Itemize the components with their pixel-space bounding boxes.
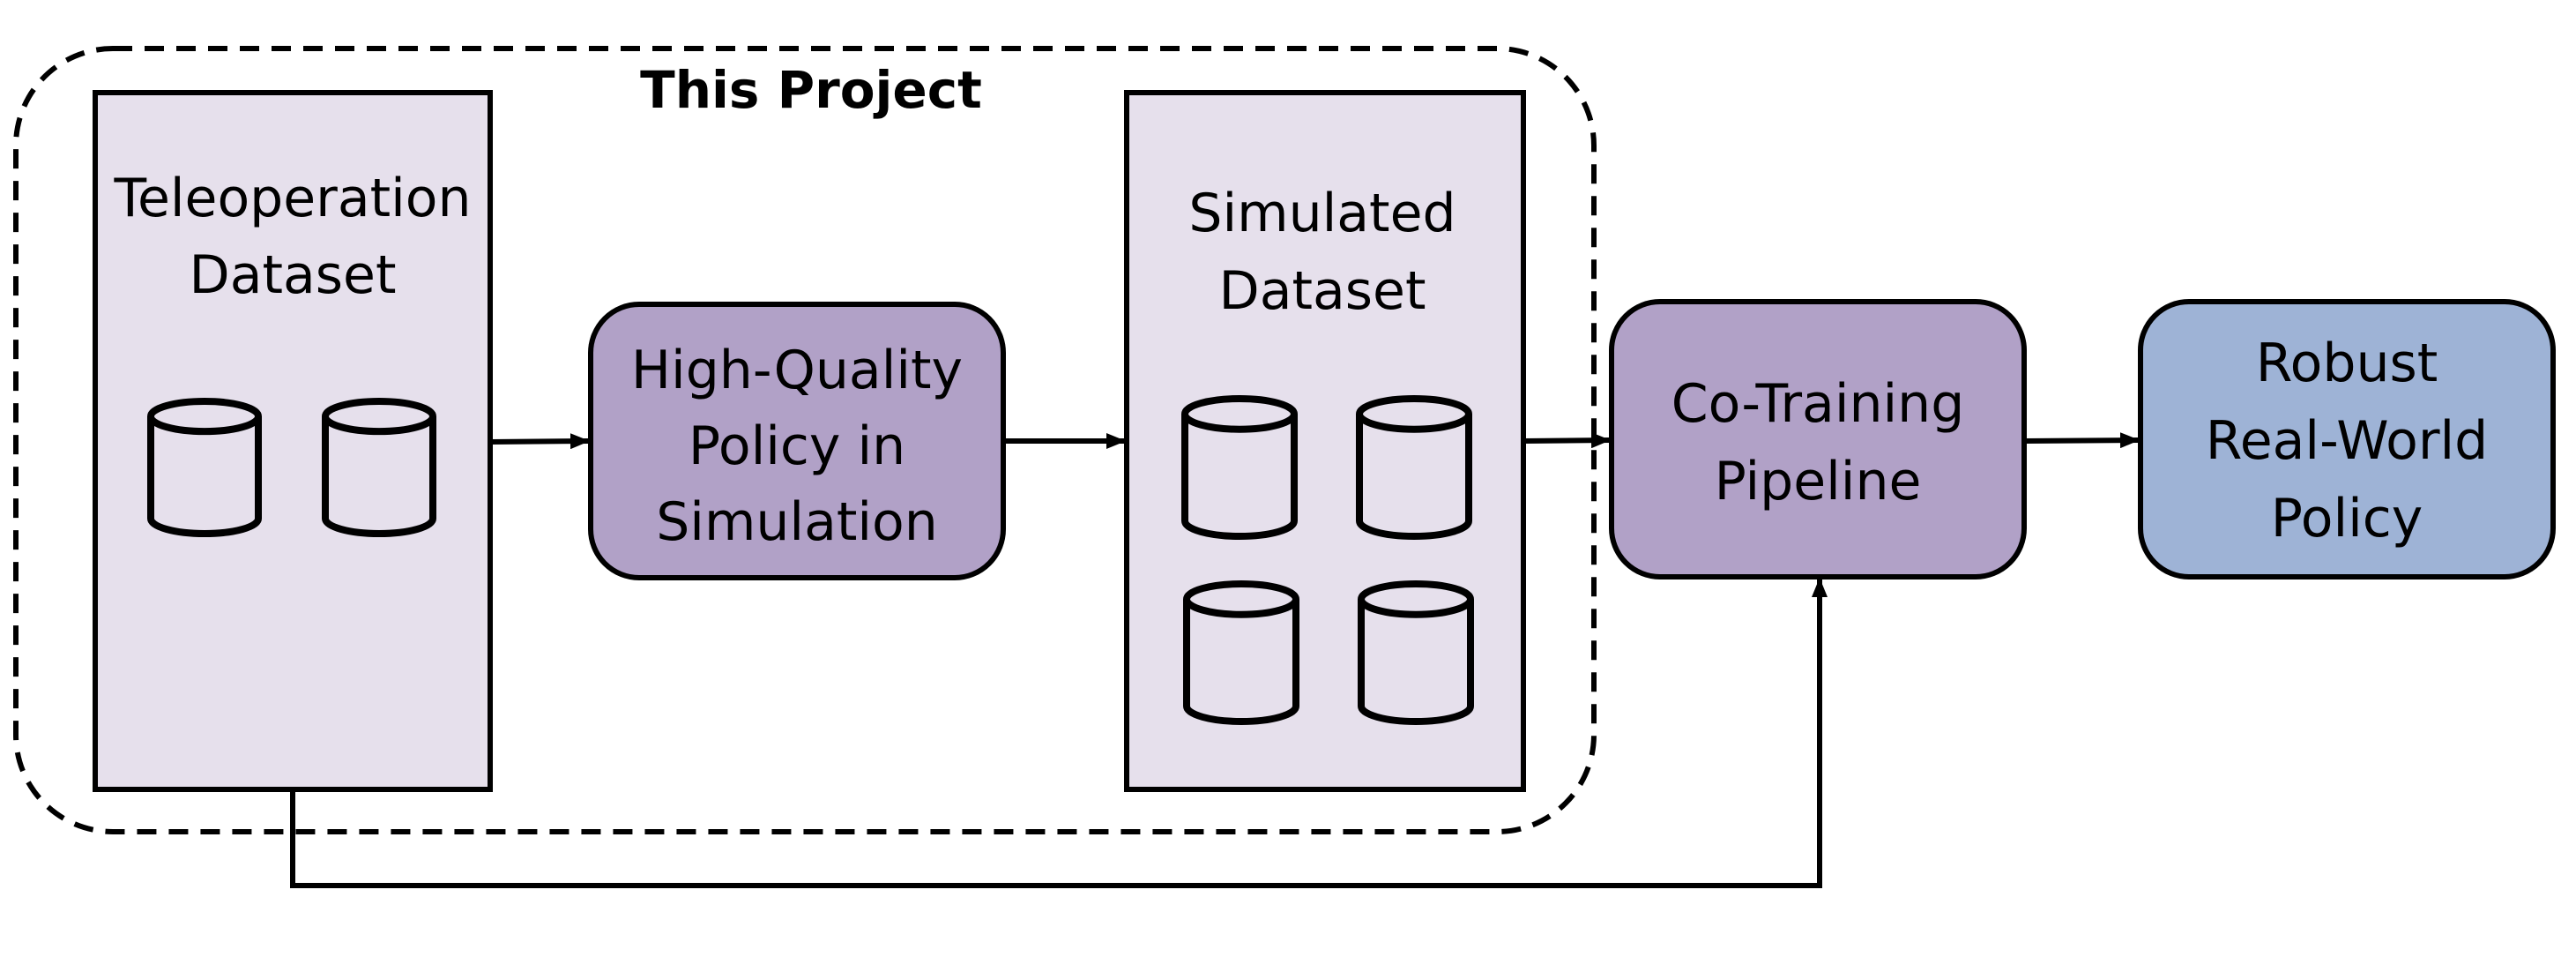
simulated-label-line-2: Dataset bbox=[1219, 260, 1426, 322]
cotraining-label-line-2: Pipeline bbox=[1715, 451, 1922, 512]
cotraining-pipeline-box bbox=[1609, 299, 2027, 579]
project-boundary bbox=[13, 46, 1597, 834]
database-icon bbox=[1181, 395, 1298, 540]
simulated-dataset-node: Simulated Dataset bbox=[1124, 90, 1526, 792]
database-icon bbox=[1358, 580, 1474, 725]
teleoperation-label-line-2: Dataset bbox=[190, 244, 397, 306]
database-icon bbox=[322, 398, 436, 537]
arrow-teleop-to-hq bbox=[489, 433, 590, 450]
database-icon bbox=[1356, 395, 1472, 540]
database-icon bbox=[147, 398, 262, 537]
robust-label-line-1: Robust bbox=[2256, 333, 2438, 394]
cotraining-label-line-1: Co-Training bbox=[1671, 373, 1965, 435]
robust-label-line-3: Policy bbox=[2271, 488, 2423, 550]
arrow-cotraining-to-robust bbox=[2023, 432, 2140, 449]
high-quality-label-line-3: Simulation bbox=[656, 491, 938, 553]
project-label: This Project bbox=[640, 60, 982, 120]
robust-policy-box bbox=[2138, 299, 2556, 579]
robust-label-line-2: Real-World bbox=[2206, 410, 2489, 472]
arrow-teleop-to-cotraining bbox=[290, 578, 1828, 888]
high-quality-policy-node: High-Quality Policy in Simulation bbox=[588, 302, 1006, 580]
teleoperation-dataset-node: Teleoperation Dataset bbox=[93, 90, 493, 792]
teleoperation-label-line-1: Teleoperation bbox=[113, 168, 471, 229]
robust-policy-node: Robust Real-World Policy bbox=[2138, 299, 2556, 579]
high-quality-label-line-1: High-Quality bbox=[631, 340, 963, 401]
database-icon bbox=[1183, 580, 1299, 725]
cotraining-pipeline-node: Co-Training Pipeline bbox=[1609, 299, 2027, 579]
simulated-label-line-1: Simulated bbox=[1188, 183, 1456, 244]
arrow-sim-to-cotraining bbox=[1523, 432, 1611, 449]
high-quality-label-line-2: Policy in bbox=[689, 415, 905, 477]
